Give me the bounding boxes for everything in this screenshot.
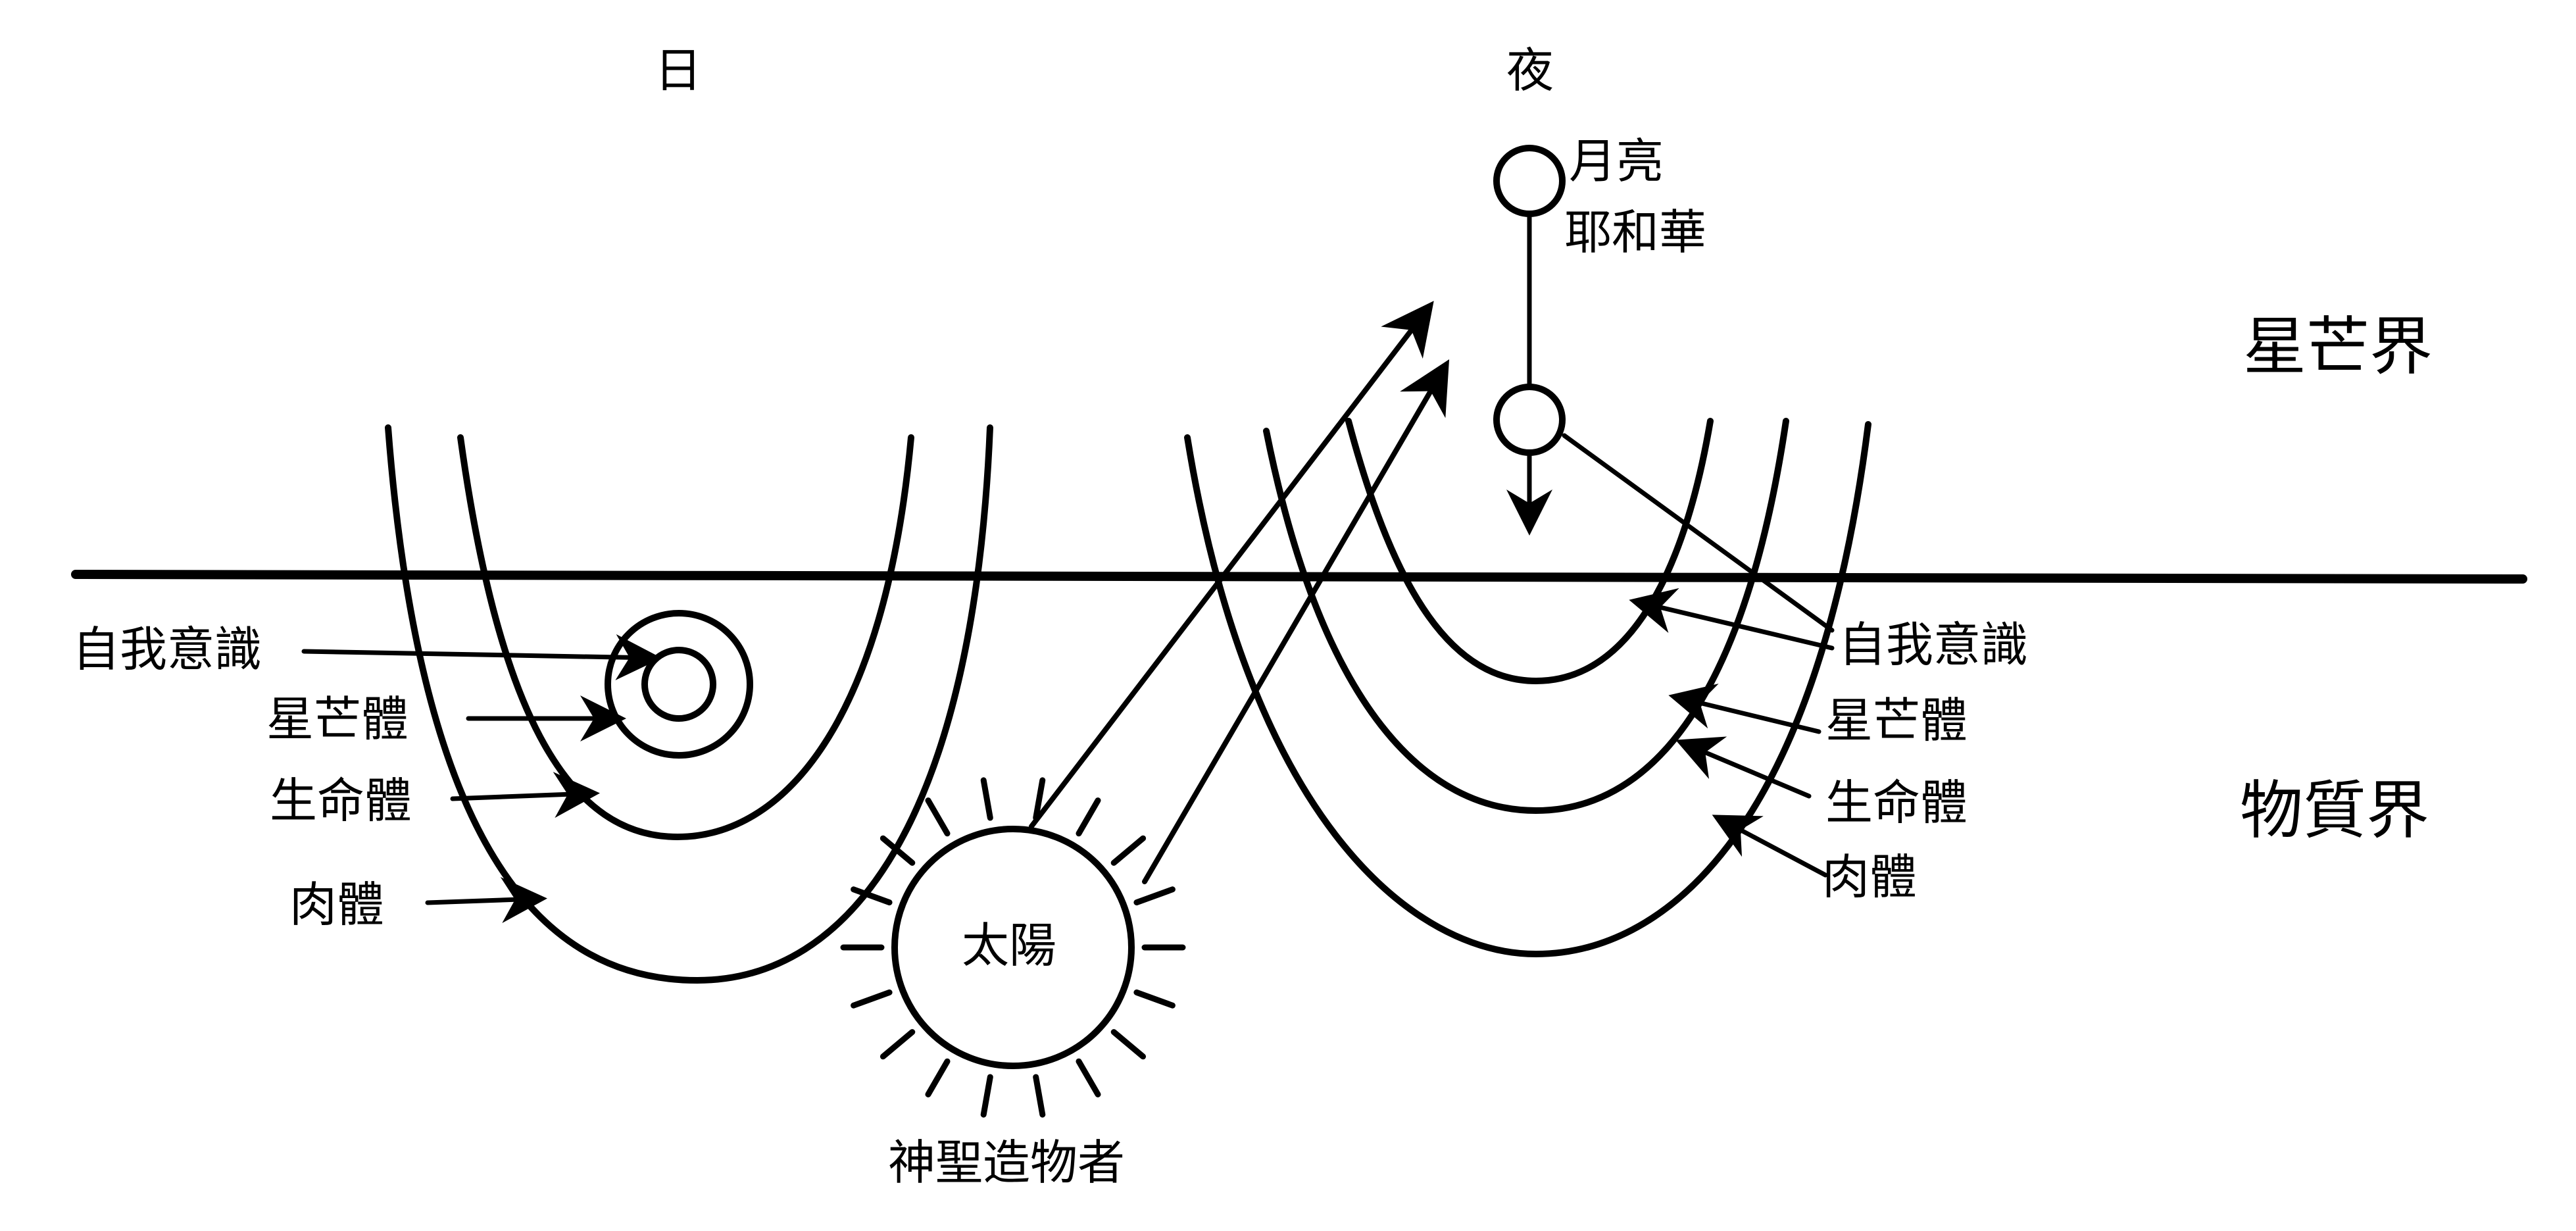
night-physical-body-arrow-top (1675, 736, 1812, 799)
day-etheric-body-label: 生命體 (270, 773, 412, 828)
day-ego-inner-circle (641, 647, 716, 722)
sun-ray (980, 777, 993, 821)
sun-caption: 神聖造物者 (888, 1135, 1125, 1190)
sun-rays (840, 777, 1186, 1118)
sun-ray (879, 835, 916, 866)
day-etheric-body-curve (457, 434, 914, 840)
day-physical-body-curve (385, 424, 993, 984)
sun-ray (1076, 797, 1101, 837)
sun-circle (891, 826, 1135, 1069)
sun-ray (1110, 1029, 1147, 1060)
night-group: 月亮 耶和華 自我意識 星芒體 生命體 肉體 (1184, 134, 2028, 957)
night-etheric-body-curve (1263, 418, 1789, 814)
sun-ray (1033, 777, 1046, 821)
day-physical-body-arrow (425, 877, 547, 923)
day-ego-outer-circle (605, 610, 753, 759)
realm-boundary-line (71, 570, 2527, 584)
sun-label: 太陽 (962, 918, 1056, 973)
sun-ray (1133, 886, 1176, 906)
night-astral-body-curve (1345, 418, 1714, 684)
sun-ray (925, 797, 951, 837)
sun-to-moon-ray-outer (1029, 301, 1434, 829)
sun-ray (1076, 1058, 1101, 1097)
moon-deity-label: 耶和華 (1564, 205, 1706, 260)
night-astral-body-arrow (1629, 588, 1835, 651)
day-astral-body-label: 星芒體 (266, 691, 409, 747)
night-ego-circle (1493, 384, 1566, 456)
night-ego-label: 自我意識 (1839, 617, 2028, 672)
sun-group: 太陽 神聖造物者 (840, 301, 1450, 1190)
night-etheric-body-label: 生命體 (1825, 775, 1968, 830)
sun-to-moon-ray-inner (1142, 359, 1450, 884)
sun-ray (851, 989, 893, 1009)
day-physical-body-label: 肉體 (289, 877, 384, 932)
sun-ray (1133, 989, 1176, 1009)
day-header: 日 (655, 43, 702, 98)
day-ego-arrow (301, 634, 662, 680)
moon-label: 月亮 (1569, 134, 1664, 189)
sun-ray (1110, 835, 1147, 866)
moon-circle (1493, 145, 1566, 217)
day-etheric-body-arrow (450, 772, 600, 818)
astral-realm-label: 星芒界 (2243, 310, 2433, 384)
night-etheric-body-arrow (1668, 684, 1821, 734)
sun-ray (851, 886, 893, 906)
sun-ray (925, 1058, 951, 1097)
sun-ray (1033, 1074, 1046, 1118)
day-group: 自我意識 星芒體 生命體 肉體 (72, 424, 993, 984)
night-physical-body-arrow (1712, 815, 1828, 878)
sun-ray (980, 1074, 993, 1118)
night-header: 夜 (1506, 43, 1554, 98)
sun-ray (879, 1029, 916, 1060)
night-ego-pointer (1562, 433, 1835, 633)
physical-realm-label: 物質界 (2240, 774, 2429, 847)
night-astral-body-label: 星芒體 (1825, 693, 1968, 748)
day-ego-label: 自我意識 (72, 622, 262, 677)
night-physical-body-curve (1184, 421, 1871, 957)
night-physical-body-label: 肉體 (1822, 849, 1917, 905)
